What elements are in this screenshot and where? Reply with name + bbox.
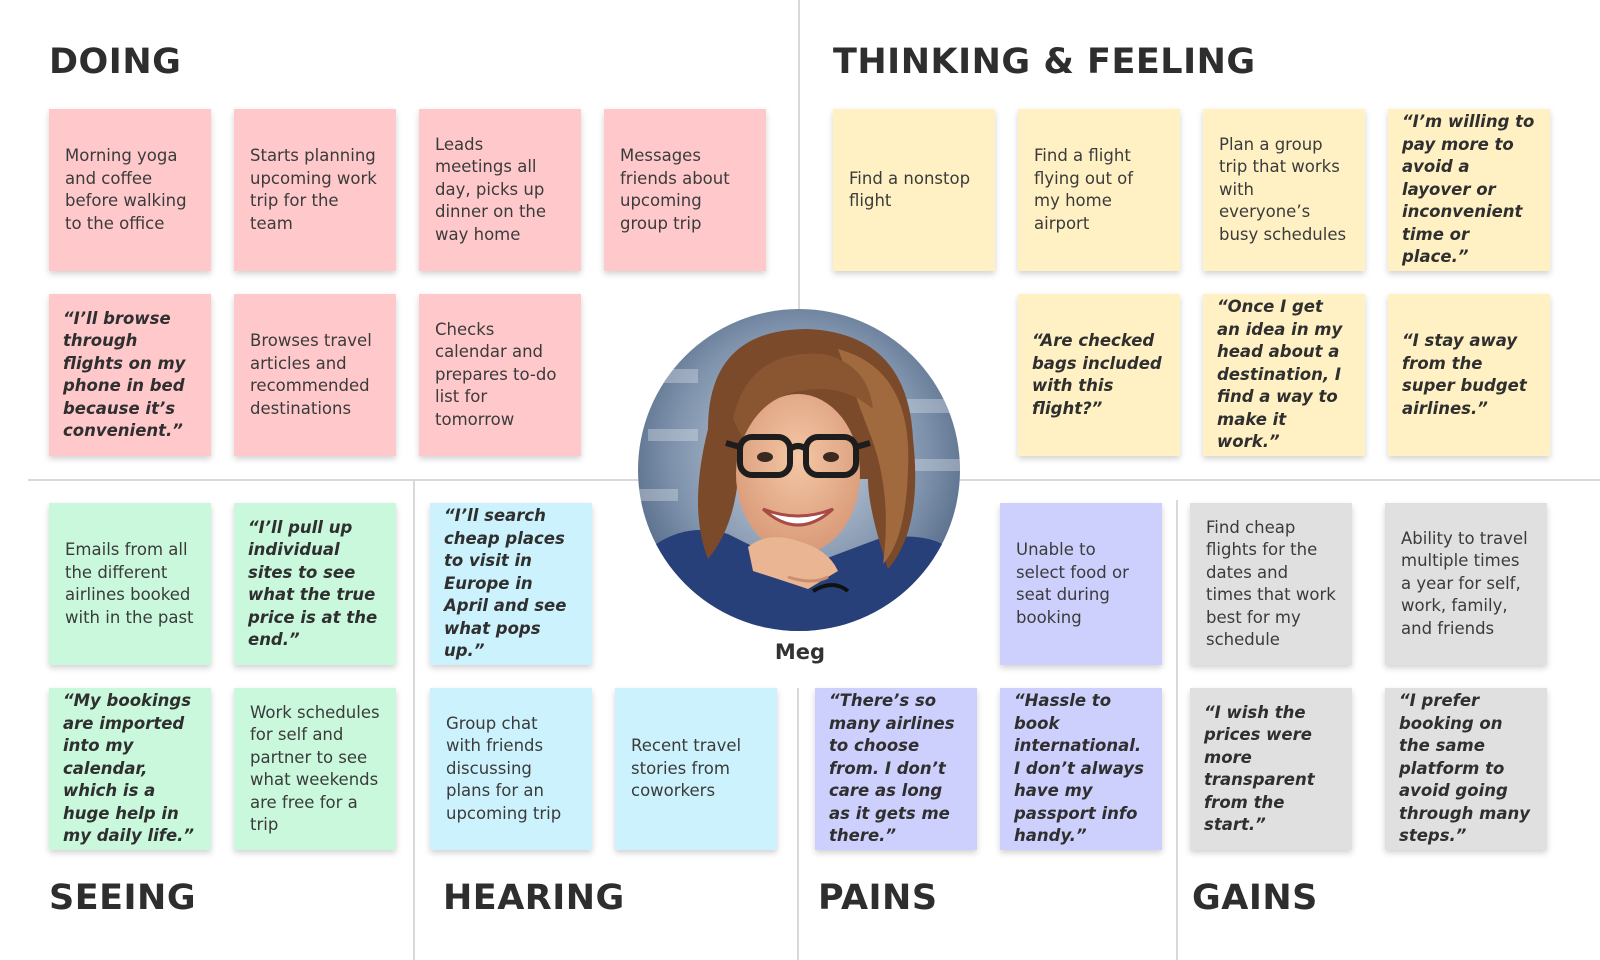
sticky-note-gains-quote[interactable]: “I wish the prices were more transparent… [1190,688,1352,850]
sticky-note-thinking-quote[interactable]: “I’m willing to pay more to avoid a layo… [1388,109,1550,271]
heading-doing: DOING [49,42,182,82]
persona-portrait-illustration [638,309,960,631]
divider-vertical-top [798,0,800,478]
sticky-note-gains-quote[interactable]: “I prefer booking on the same platform t… [1385,688,1547,850]
sticky-note-doing-quote[interactable]: “I’ll browse through flights on my phone… [49,294,211,456]
heading-thinking-feeling: THINKING & FEELING [833,42,1256,82]
persona-avatar [638,309,960,631]
sticky-note-doing[interactable]: Checks calendar and prepares to-do list … [419,294,581,456]
sticky-note-thinking[interactable]: Find a flight flying out of my home airp… [1018,109,1180,271]
divider-seeing-hearing [413,480,415,960]
sticky-note-hearing[interactable]: Group chat with friends discussing plans… [430,688,592,850]
sticky-note-thinking[interactable]: Find a nonstop flight [833,109,995,271]
sticky-note-thinking-quote[interactable]: “I stay away from the super budget airli… [1388,294,1550,456]
sticky-note-doing[interactable]: Starts planning upcoming work trip for t… [234,109,396,271]
heading-pains: PAINS [818,878,938,918]
sticky-note-doing[interactable]: Leads meetings all day, picks up dinner … [419,109,581,271]
sticky-note-doing[interactable]: Browses travel articles and recommended … [234,294,396,456]
sticky-note-hearing[interactable]: Recent travel stories from coworkers [615,688,777,850]
sticky-note-seeing-quote[interactable]: “My bookings are imported into my calend… [49,688,211,850]
sticky-note-doing[interactable]: Messages friends about upcoming group tr… [604,109,766,271]
persona-name: Meg [774,640,826,664]
divider-pains-gains [1176,500,1178,960]
sticky-note-seeing[interactable]: Work schedules for self and partner to s… [234,688,396,850]
heading-hearing: HEARING [443,878,625,918]
sticky-note-hearing-quote[interactable]: “I’ll search cheap places to visit in Eu… [430,503,592,665]
sticky-note-gains[interactable]: Find cheap flights for the dates and tim… [1190,503,1352,665]
sticky-note-seeing-quote[interactable]: “I’ll pull up individual sites to see wh… [234,503,396,665]
sticky-note-pains[interactable]: Unable to select food or seat during boo… [1000,503,1162,665]
sticky-note-pains-quote[interactable]: “Hassle to book international. I don’t a… [1000,688,1162,850]
heading-gains: GAINS [1192,878,1318,918]
sticky-note-thinking[interactable]: Plan a group trip that works with everyo… [1203,109,1365,271]
sticky-note-thinking-quote[interactable]: “Are checked bags included with this fli… [1018,294,1180,456]
sticky-note-gains[interactable]: Ability to travel multiple times a year … [1385,503,1547,665]
heading-seeing: SEEING [49,878,197,918]
sticky-note-thinking-quote[interactable]: “Once I get an idea in my head about a d… [1203,294,1365,456]
sticky-note-doing[interactable]: Morning yoga and coffee before walking t… [49,109,211,271]
sticky-note-seeing[interactable]: Emails from all the different airlines b… [49,503,211,665]
divider-hearing-pains [797,688,799,960]
sticky-note-pains-quote[interactable]: “There’s so many airlines to choose from… [815,688,977,850]
